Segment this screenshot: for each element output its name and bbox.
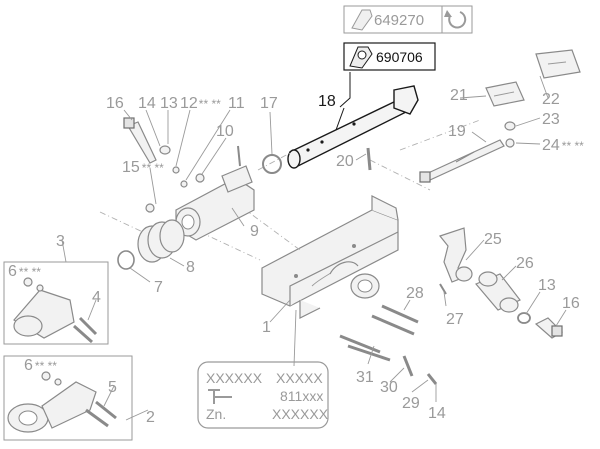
callout-23: 23 [542, 111, 560, 128]
callout-5: 5 [108, 379, 117, 396]
main-frame-part [261, 195, 399, 319]
pin-part [237, 145, 241, 167]
bolt-28-part [381, 304, 419, 324]
callout-20: 20 [336, 153, 354, 170]
callout-28: 28 [406, 285, 424, 302]
bushing-part [475, 271, 521, 313]
callout-18: 18 [318, 93, 336, 110]
callout-labels: 1 2 3 4 5 6** ** 6** ** 7 8 9 10 11 12**… [8, 87, 584, 426]
tube-end-icon [351, 9, 373, 31]
bolt-29-part [426, 373, 438, 385]
callout-30: 30 [380, 379, 398, 396]
ring-17-part [262, 154, 282, 174]
plate-line1-right: XXXXX [276, 370, 323, 386]
bolt-30-part [402, 355, 414, 377]
type-plate: XXXXXX XXXXX 811xxx Zn. XXXXXX [197, 361, 329, 429]
bolt-16-part [534, 317, 563, 339]
callout-16-right: 16 [562, 295, 580, 312]
nut-24-part [505, 138, 515, 148]
nut-part [145, 203, 155, 213]
callout-10: 10 [216, 123, 234, 140]
callout-25: 25 [484, 231, 502, 248]
callout-24: 24** ** [542, 137, 584, 154]
callout-22: 22 [542, 91, 560, 108]
callout-11: 11 [228, 95, 245, 112]
ring-part [117, 250, 135, 270]
old-part-number: 649270 [374, 12, 424, 29]
callout-6-lower: 6** ** [24, 357, 57, 374]
callout-6-upper: 6** ** [8, 263, 41, 280]
callout-12: 12** ** [180, 95, 221, 112]
callout-2: 2 [146, 409, 155, 426]
callout-19: 19 [448, 123, 466, 140]
axle-tube-part [287, 85, 419, 169]
callout-8: 8 [186, 259, 195, 276]
coupling-detail-box [3, 261, 109, 345]
callout-14-top: 14 [138, 95, 156, 112]
callout-16-top: 16 [106, 95, 124, 112]
plate-21-part [485, 81, 525, 107]
nut-part [172, 166, 180, 174]
callout-9: 9 [250, 223, 259, 240]
bolt-20-part [366, 147, 372, 171]
callout-14-bottom: 14 [428, 405, 446, 422]
bolt-28b-part [371, 314, 415, 336]
plate-line2-right: 811xxx [280, 388, 323, 404]
callout-13-top: 13 [160, 95, 178, 112]
plate-line1-left: XXXXXX [206, 370, 263, 386]
new-part-reference-box: 690706 [343, 42, 436, 71]
washer-part [159, 145, 171, 155]
callout-3: 3 [56, 233, 65, 250]
callout-13-right: 13 [538, 277, 556, 294]
callout-21: 21 [450, 87, 468, 104]
bellows-part [137, 219, 185, 263]
brake-rod-part [419, 139, 505, 183]
old-part-reference-box: 649270 [343, 5, 443, 34]
nut-23-part [504, 121, 516, 131]
rotate-box [441, 5, 473, 34]
rotate-arrow-icon [444, 10, 467, 29]
callout-4: 4 [92, 289, 101, 306]
new-part-number: 690706 [376, 49, 423, 65]
tube-end-icon [349, 46, 373, 69]
nut-part [195, 173, 205, 183]
lever-part [438, 227, 473, 283]
bolt-part [123, 117, 157, 164]
callout-26: 26 [516, 255, 534, 272]
callout-7: 7 [154, 279, 163, 296]
plate-22-part [535, 49, 581, 79]
plate-line3-right: XXXXXX [272, 406, 329, 422]
plate-line3-left: Zn. [206, 406, 226, 422]
pin-27-part [439, 283, 447, 295]
bolt-31b-part [347, 344, 391, 362]
callout-29: 29 [402, 395, 420, 412]
nut-part [180, 180, 188, 188]
drawbar-eye-detail-box [3, 355, 133, 441]
callout-17: 17 [260, 95, 278, 112]
washer-13-part [517, 312, 531, 324]
callout-27: 27 [446, 311, 464, 328]
plate-symbol-icon [208, 389, 232, 404]
callout-15: 15** ** [122, 159, 164, 176]
callout-1: 1 [262, 319, 271, 336]
callout-31: 31 [356, 369, 374, 386]
